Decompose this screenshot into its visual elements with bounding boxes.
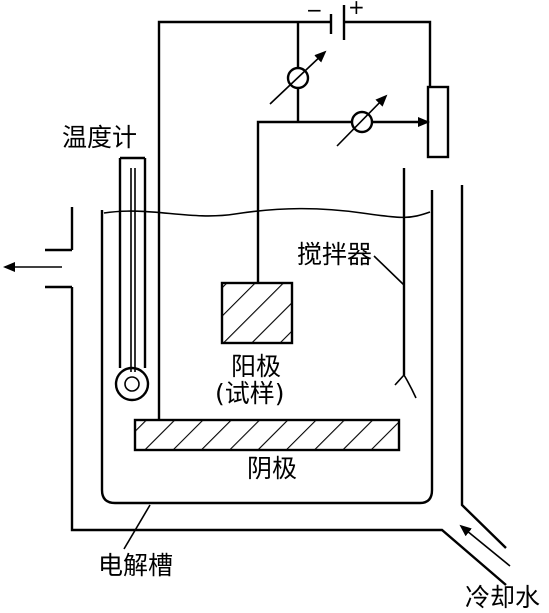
cell-leader xyxy=(123,504,151,550)
cooling-water-arrow xyxy=(459,524,511,567)
cathode-label: 阴极 xyxy=(247,454,297,483)
thermometer xyxy=(114,156,150,402)
cathode-plate xyxy=(133,418,401,452)
liquid-surface xyxy=(103,207,431,219)
thermometer-label: 温度计 xyxy=(62,123,137,152)
cooling-water-label: 冷却水 xyxy=(465,583,540,612)
anode-label: 阳极 xyxy=(231,352,281,381)
battery-negative-sign: − xyxy=(306,0,323,22)
cell-label: 电解槽 xyxy=(98,551,173,580)
circuit-wires xyxy=(157,20,432,420)
cooling-jacket xyxy=(45,185,507,586)
electrolytic-cell xyxy=(100,190,434,505)
anode-sample xyxy=(220,281,294,345)
stirrer xyxy=(394,168,417,399)
stirrer-motor xyxy=(426,85,450,159)
anode-note-label: (试样) xyxy=(215,379,285,408)
variable-meter-bottom xyxy=(336,94,388,147)
variable-meter-top xyxy=(269,50,327,105)
battery xyxy=(329,5,346,40)
stirrer-label: 搅拌器 xyxy=(297,240,372,269)
battery-positive-sign: + xyxy=(348,0,365,19)
stirrer-leader xyxy=(373,255,405,286)
